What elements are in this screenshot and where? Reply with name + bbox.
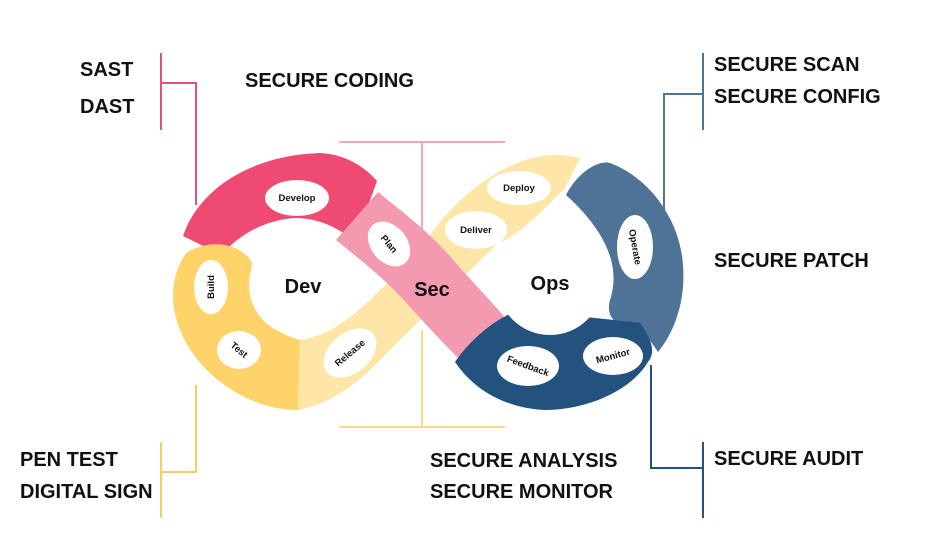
label-secure-audit: SECURE AUDIT [714, 448, 863, 470]
hubs [249, 229, 603, 336]
oval-test [217, 331, 261, 369]
label-secure-analysis: SECURE ANALYSIS [430, 450, 617, 472]
label-digital-sign: DIGITAL SIGN [20, 481, 153, 503]
oval-release [323, 328, 377, 378]
label-secure-config: SECURE CONFIG [714, 86, 881, 108]
label-secure-monitor: SECURE MONITOR [430, 481, 614, 503]
oval-feedback [497, 346, 559, 386]
stage-deploy-label: Deploy [503, 183, 535, 194]
connector-pen-test [160, 385, 197, 518]
oval-plan [367, 221, 411, 267]
connector-secure-audit [650, 365, 704, 518]
hub-ops-circle [497, 229, 603, 335]
oval-develop [265, 180, 329, 216]
label-pen-test: PEN TEST [20, 449, 118, 471]
label-secure-scan: SECURE SCAN [714, 54, 860, 76]
oval-operate [617, 215, 653, 279]
stage-develop-label: Develop [279, 193, 316, 204]
oval-build [194, 260, 228, 314]
hub-dev-label: Dev [285, 276, 323, 298]
hub-sec-label: Sec [414, 279, 450, 301]
oval-deploy [487, 171, 551, 205]
stage-ovals [194, 171, 653, 386]
oval-monitor [583, 337, 643, 375]
label-sast: SAST [80, 59, 133, 81]
connector-sast-dast [160, 53, 197, 205]
stage-build-label: Build [206, 275, 217, 299]
hub-ops-label: Ops [531, 273, 570, 295]
oval-deliver [445, 211, 507, 249]
label-dast: DAST [80, 96, 134, 118]
connector-secure-analysis [339, 330, 505, 428]
label-secure-coding: SECURE CODING [245, 70, 414, 92]
hub-dev-circle [249, 234, 351, 336]
connector-secure-scan [663, 53, 704, 215]
stage-deliver-label: Deliver [460, 225, 492, 236]
label-secure-patch: SECURE PATCH [714, 250, 869, 272]
